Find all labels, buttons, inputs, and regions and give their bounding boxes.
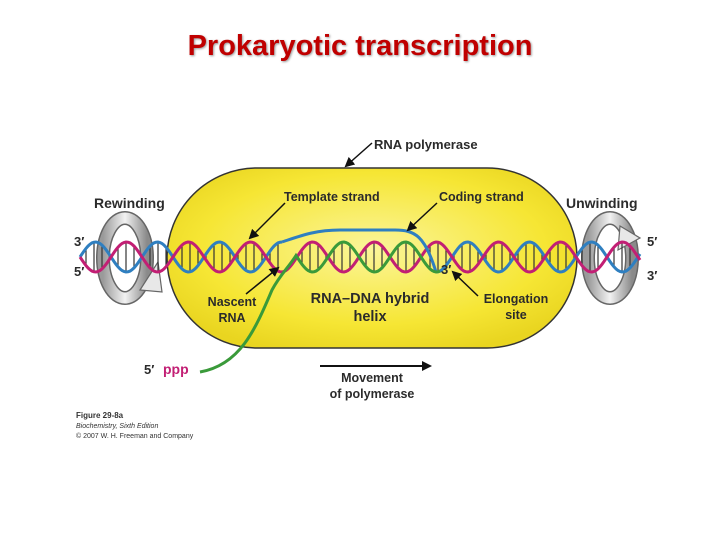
unwinding-arrow-icon [581, 211, 642, 305]
coding-strand-left [78, 240, 283, 274]
rna-5-end-label: 5′ [144, 362, 154, 377]
coding-strand-bubble [281, 228, 438, 273]
copyright-caption: © 2007 W. H. Freeman and Company [76, 432, 194, 440]
template-strand-label: Template strand [284, 190, 380, 204]
template-strand [78, 240, 642, 274]
unwinding-label: Unwinding [566, 195, 638, 211]
rewinding-arrow-icon [96, 211, 163, 305]
left-top-end-label: 3′ [74, 234, 84, 249]
rna-3-end-label: 3′ [441, 262, 451, 277]
right-top-end-label: 5′ [647, 234, 657, 249]
coding-strand-label: Coding strand [439, 190, 524, 204]
book-caption: Biochemistry, Sixth Edition [76, 423, 158, 430]
movement-label-line1: Movement [341, 371, 404, 385]
nascent-rna-strand [199, 240, 441, 374]
right-bottom-end-label: 3′ [647, 268, 657, 283]
nascent-rna-label-line2: RNA [218, 311, 245, 325]
coding-strand-pointer [406, 202, 438, 232]
left-bottom-end-label: 5′ [74, 264, 84, 279]
elongation-site-label-line2: site [505, 308, 527, 322]
nascent-rna-pointer [245, 266, 280, 295]
nascent-rna-label-line1: Nascent [208, 295, 257, 309]
ppp-label: ppp [163, 361, 189, 377]
template-strand-pointer [248, 202, 286, 240]
rna-polymerase-label: RNA polymerase [374, 137, 478, 152]
elongation-site-label-line1: Elongation [484, 292, 549, 306]
hybrid-helix-label-line1: RNA–DNA hybrid [311, 291, 430, 307]
coding-strand-right [435, 240, 642, 274]
movement-label-line2: of polymerase [330, 387, 415, 401]
figure-caption: Figure 29-8a [76, 411, 124, 420]
rna-polymerase-pointer [344, 142, 373, 168]
rewinding-label: Rewinding [94, 195, 165, 211]
elongation-site-pointer [451, 270, 479, 297]
page-title: Prokaryotic transcription [187, 30, 533, 62]
hybrid-helix-label-line2: helix [353, 309, 386, 325]
